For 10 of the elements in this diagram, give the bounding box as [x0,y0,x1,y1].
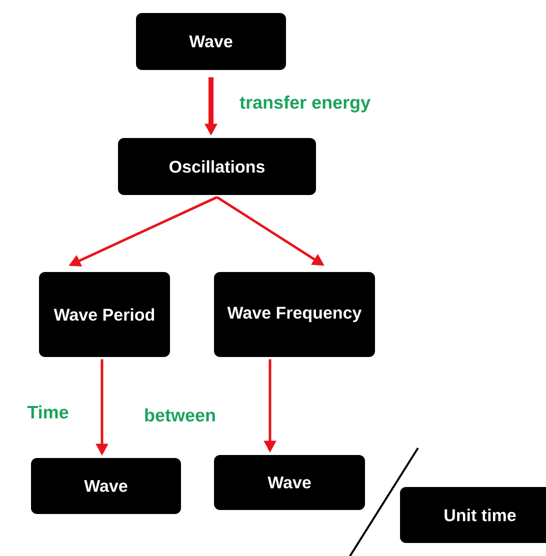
process-box: Wave Frequency [214,272,375,357]
process-box: Oscillations [118,138,316,195]
edge-label: transfer energy [240,96,370,112]
process-box: Wave [214,455,365,510]
process-box: Wave [136,13,286,70]
annotation-text: between [145,408,215,422]
process-box: Unit time [400,487,546,543]
process-box: Wave Period [39,272,170,357]
annotation-text: Time [27,405,68,419]
process-box: Wave [31,458,181,514]
